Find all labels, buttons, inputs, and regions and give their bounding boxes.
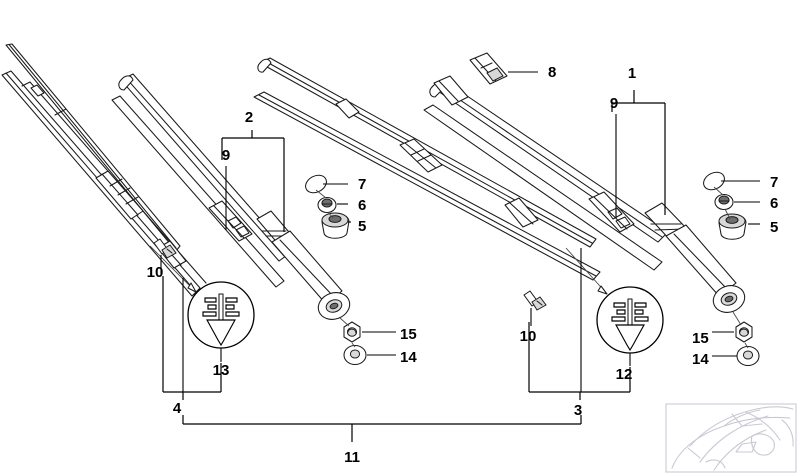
detail-view-13 [149,245,255,362]
callout-label-4: 4 [173,400,182,417]
callout-label-12: 12 [616,366,633,383]
callout-label-5-left: 5 [358,218,366,235]
blade-clip-symbol-12 [611,298,649,352]
callout-label-5-right: 5 [770,219,778,236]
callout-label-2: 2 [245,109,253,126]
callout-label-1: 1 [628,65,636,82]
blade-connector-clip-lower [433,75,469,106]
callout-label-10-left: 10 [147,264,164,281]
callout-label-8: 8 [548,64,556,81]
callout-label-6-right: 6 [770,195,778,212]
hex-nut-15-left [343,321,361,343]
detail-view-12 [565,247,664,366]
nut-cover-part-6-left [317,196,337,214]
blade-clip-symbol-13 [202,293,240,347]
cap-part-7-left [305,174,327,194]
nut-cover-part-6-right [714,193,734,211]
callout-label-9-left: 9 [222,147,230,164]
callout-label-7-right: 7 [770,174,778,191]
washer-14-right [736,345,760,367]
leader-pivot-to-nut-right [732,311,742,326]
right-wiper-arm [423,80,746,313]
callout-label-7-left: 7 [358,176,366,193]
leader-6-to-5-right [724,208,731,220]
leader-7-to-6-left [315,189,327,199]
callout-label-14-right: 14 [692,351,709,368]
callout-label-11: 11 [344,449,360,466]
bracket-group-11 [182,415,582,442]
leader-nut-to-washer-right [744,342,749,349]
cap-part-7-right [703,171,725,191]
washer-14-left [343,344,367,366]
leader-pivot-to-nut-left [339,317,350,327]
bracket-group-3 [528,322,631,400]
left-wiper-arm [111,73,351,320]
callout-label-9-right: 9 [610,95,618,112]
bracket-group-1 [611,90,666,215]
hex-nut-15-right [735,321,753,343]
vehicle-orientation-inset [665,403,797,473]
grommet-part-5-right [718,213,747,240]
leader-7-to-6-right [713,186,724,196]
callout-label-13: 13 [213,362,230,379]
callout-label-15-left: 15 [400,326,417,343]
callout-label-6-left: 6 [358,197,366,214]
blade-connector-clip-8 [469,52,508,85]
grommet-part-5-left [321,212,350,239]
callout-label-3: 3 [574,402,582,419]
bracket-group-4 [162,276,222,400]
callout-label-14-left: 14 [400,349,417,366]
arrow-to-detail-12 [565,247,608,295]
arrow-to-detail-13 [149,245,197,293]
left-wiper-blade [1,43,207,297]
callout-label-10-right: 10 [520,328,537,345]
right-wiper-blade [253,57,601,281]
bracket-group-2 [221,130,285,232]
callout-label-15-right: 15 [692,330,709,347]
hex-bolt-right [523,290,547,311]
hex-bolt-left [153,238,177,259]
leader-nut-to-washer-left [351,342,356,348]
leader-6-to-5-left [327,211,334,219]
